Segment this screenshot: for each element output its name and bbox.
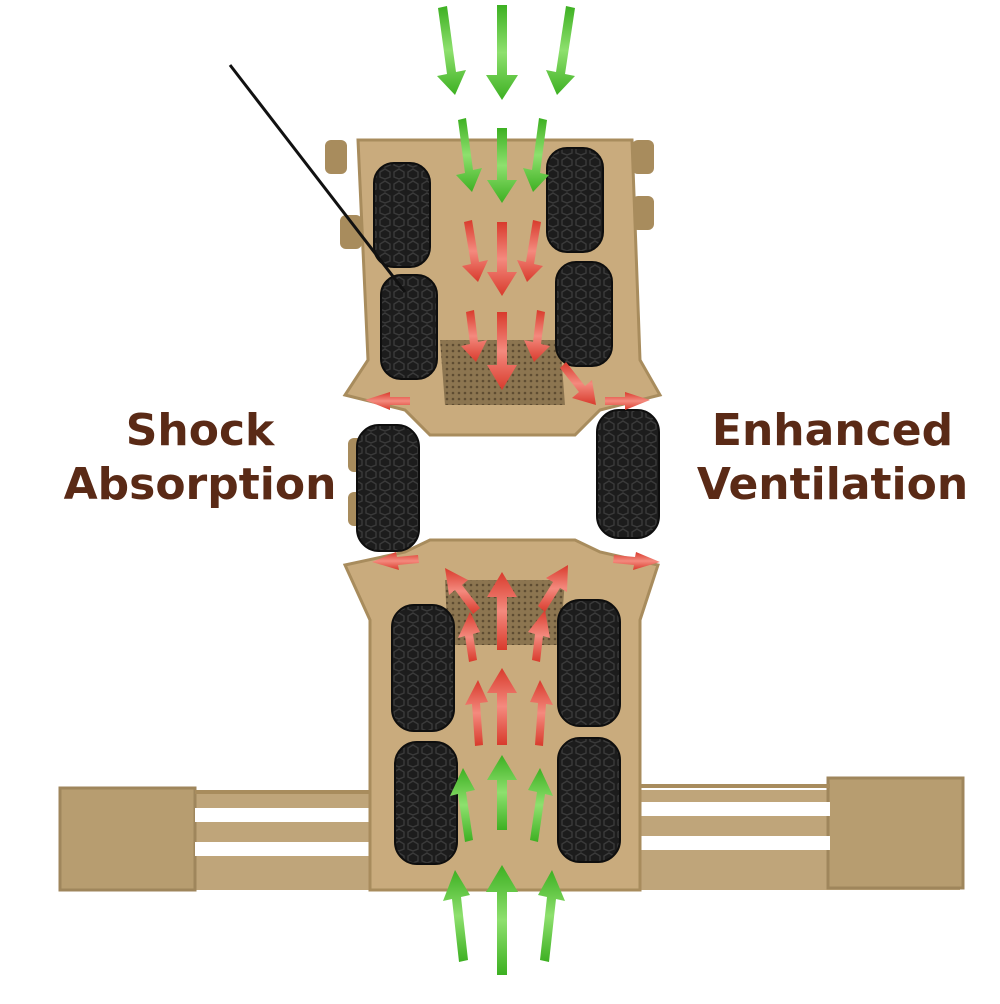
airflow-arrows-red [365,220,660,746]
shock-absorption-label: Shock Absorption [50,404,350,512]
callout-line [228,64,407,293]
airflow-arrows-green [437,5,575,975]
hex-pads [356,147,660,865]
enhanced-ventilation-label: Enhanced Ventilation [680,404,985,512]
enhanced-ventilation-line1: Enhanced [711,405,954,456]
enhanced-ventilation-line2: Ventilation [696,459,969,510]
shock-absorption-line2: Absorption [63,459,337,510]
shock-absorption-line1: Shock [125,405,275,456]
